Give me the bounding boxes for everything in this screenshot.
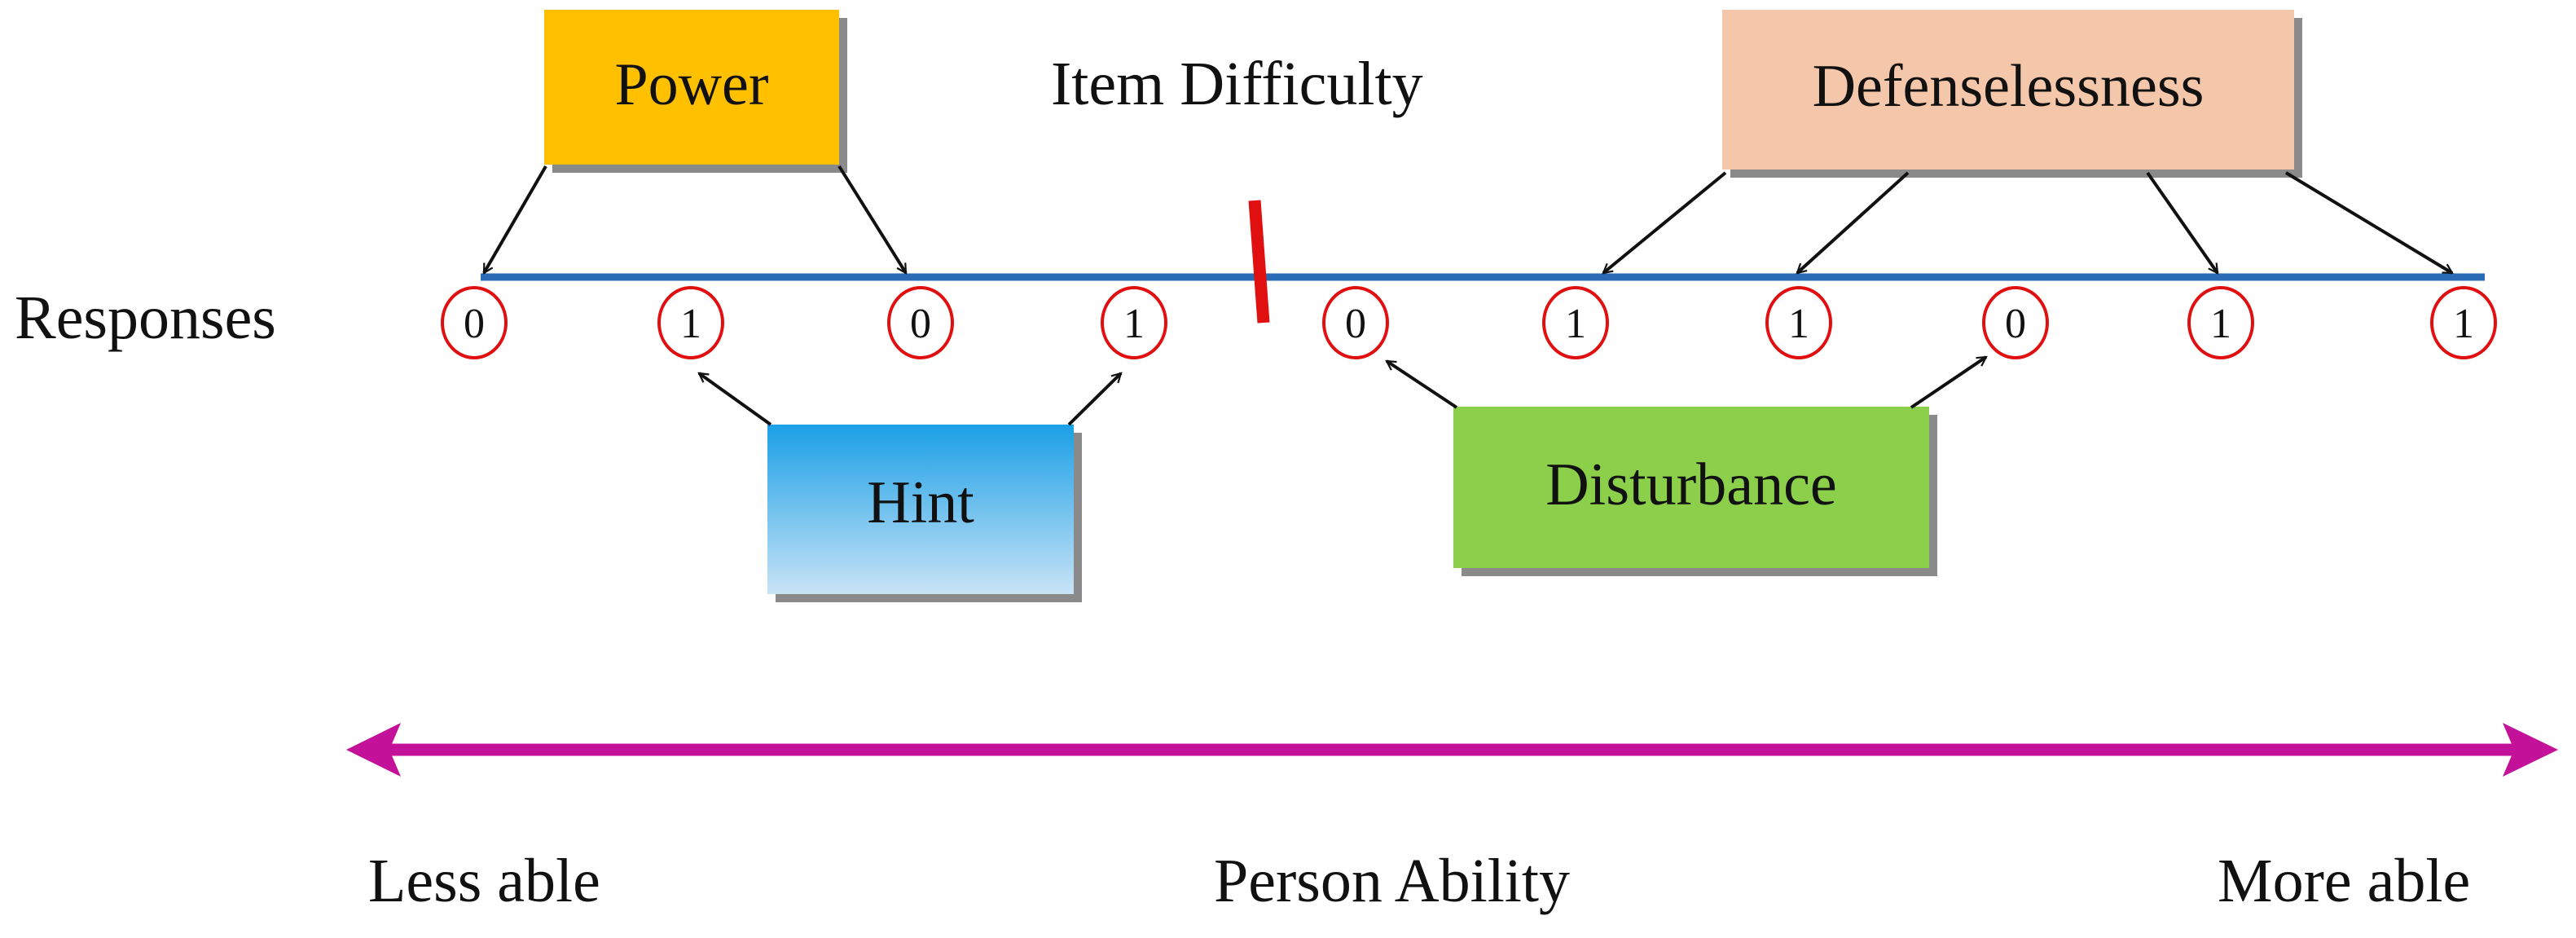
defenselessness-arrows (1603, 171, 2452, 275)
disturbance-box-fill (1453, 407, 1929, 568)
person-ability-label: Person Ability (1214, 847, 1570, 915)
hint-arrows (699, 372, 1121, 426)
response-value: 0 (1345, 301, 1366, 347)
more-able-label: More able (2218, 847, 2470, 915)
response-7: 1 (1765, 286, 1832, 359)
response-1: 0 (441, 286, 508, 359)
defenselessness-arrow-2 (1797, 171, 1910, 273)
disturbance-box: Disturbance (1453, 407, 1937, 576)
response-value: 1 (1788, 301, 1809, 347)
defenselessness-box: Defenselessness (1722, 10, 2302, 178)
response-circle (1101, 286, 1167, 359)
less-able-label: Less able (368, 847, 600, 915)
power-label: Power (614, 51, 768, 118)
response-value: 0 (910, 301, 931, 347)
defenselessness-arrow-1 (1603, 171, 1727, 275)
response-circles: 0 1 0 1 0 1 1 0 1 1 (441, 286, 2497, 359)
person-ability-axis (346, 723, 2558, 777)
response-3: 0 (887, 286, 954, 359)
disturbance-arrows (1387, 355, 1986, 409)
response-value: 1 (1565, 301, 1586, 347)
disturbance-label: Disturbance (1545, 451, 1837, 518)
person-ability-right-arrowhead (2503, 723, 2558, 777)
power-box-fill (544, 10, 839, 165)
response-2: 1 (657, 286, 724, 359)
response-5: 0 (1322, 286, 1389, 359)
response-circle (2187, 286, 2254, 359)
response-circle (887, 286, 954, 359)
power-arrow-1 (482, 165, 547, 273)
response-circle (1542, 286, 1609, 359)
response-4: 1 (1101, 286, 1167, 359)
person-ability-left-arrowhead (346, 723, 401, 777)
disturbance-arrow-2 (1910, 355, 1986, 409)
response-value: 1 (2210, 301, 2231, 347)
response-8: 0 (1982, 286, 2049, 359)
response-9: 1 (2187, 286, 2254, 359)
response-circle (1765, 286, 1832, 359)
hint-box-fill (767, 425, 1074, 594)
response-6: 1 (1542, 286, 1609, 359)
defenselessness-arrow-4 (2284, 171, 2452, 275)
hint-label: Hint (867, 469, 974, 536)
hint-box: Hint (767, 425, 1082, 602)
hint-arrow-2 (1067, 373, 1121, 426)
response-value: 0 (464, 301, 485, 347)
response-value: 1 (1123, 301, 1145, 347)
power-arrow-2 (837, 165, 908, 273)
defenselessness-box-fill (1722, 10, 2294, 170)
response-circle (2430, 286, 2497, 359)
defenselessness-label: Defenselessness (1813, 53, 2205, 120)
response-circle (441, 286, 508, 359)
response-value: 1 (680, 301, 701, 347)
response-circle (657, 286, 724, 359)
response-value: 0 (2005, 301, 2026, 347)
hint-arrow-1 (699, 372, 772, 426)
responses-label: Responses (15, 284, 276, 352)
response-value: 1 (2453, 301, 2474, 347)
response-10: 1 (2430, 286, 2497, 359)
response-circle (1982, 286, 2049, 359)
item-difficulty-label: Item Difficulty (1051, 50, 1423, 118)
disturbance-arrow-1 (1387, 359, 1458, 409)
power-box: Power (544, 10, 847, 173)
response-circle (1322, 286, 1389, 359)
power-arrows (482, 165, 908, 273)
item-difficulty-marker (1248, 200, 1270, 324)
defenselessness-arrow-3 (2146, 171, 2219, 273)
